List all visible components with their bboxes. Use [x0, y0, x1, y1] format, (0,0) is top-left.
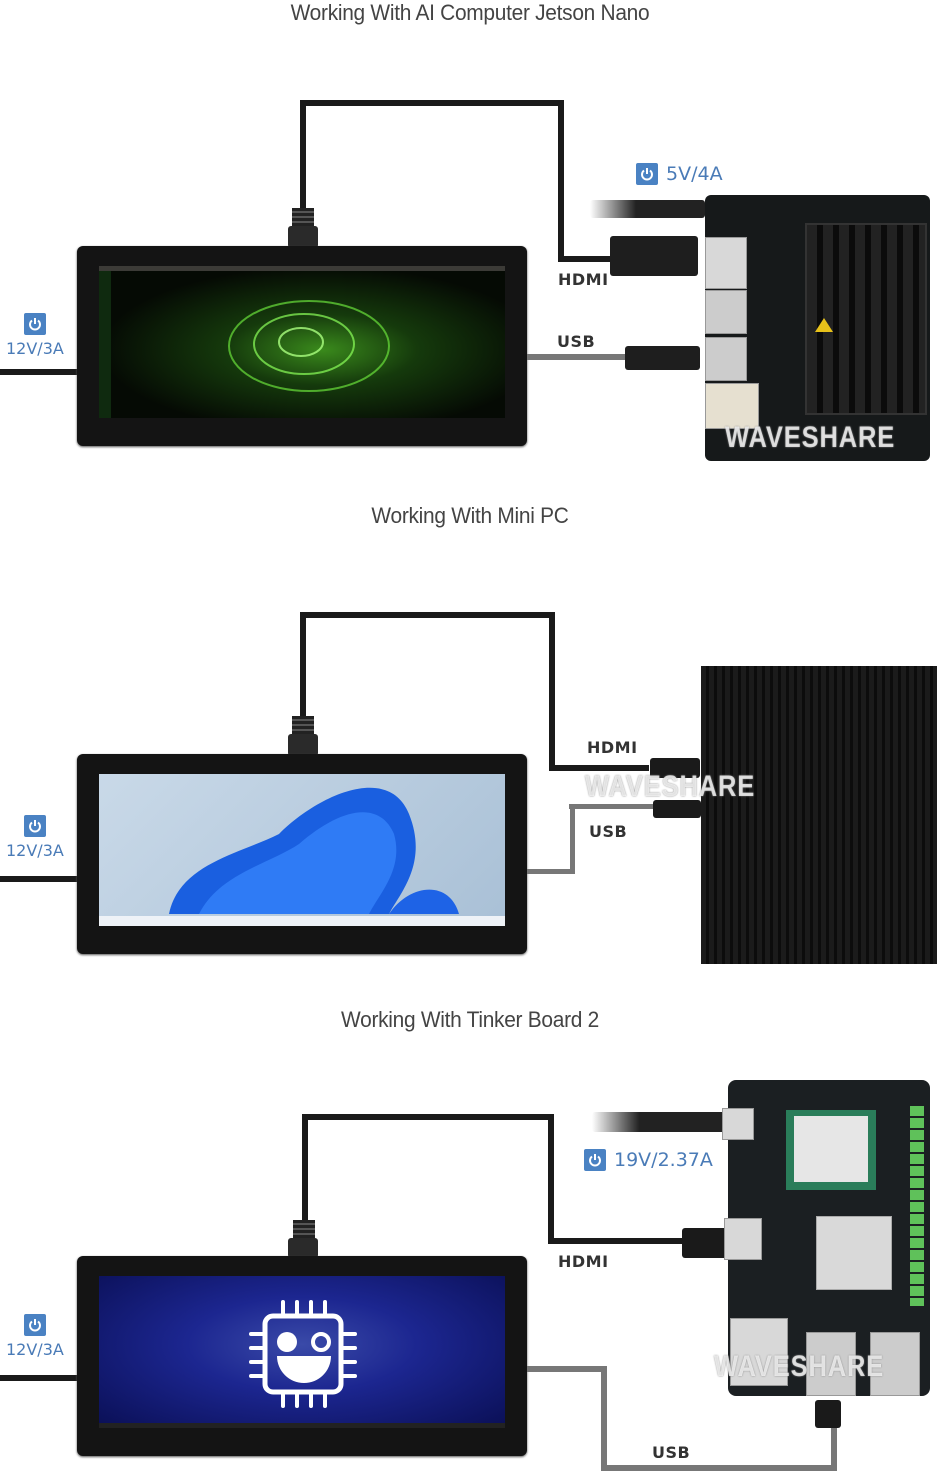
hdmi-device-plug — [682, 1228, 727, 1258]
display-power-label: 12V/3A — [6, 815, 64, 860]
hdmi-label: HDMI — [558, 270, 609, 289]
power-cable — [0, 369, 80, 375]
usb-cable — [527, 1366, 607, 1372]
watermark: WAVESHARE — [585, 770, 756, 803]
dc-barrel-cable — [592, 1112, 727, 1132]
hdmi-cable — [300, 100, 564, 262]
usb-device-plug — [815, 1400, 841, 1428]
hdmi-device-plug — [610, 236, 698, 276]
display-monitor — [77, 754, 527, 954]
warning-icon — [815, 318, 833, 332]
power-icon — [23, 1314, 46, 1336]
power-cable — [0, 1375, 80, 1381]
gpio-header — [910, 1106, 924, 1306]
hdmi-label: HDMI — [558, 1252, 609, 1271]
usb-port — [705, 290, 747, 334]
device-power-label: 19V/2.37A — [584, 1149, 713, 1171]
power-icon — [23, 815, 46, 837]
hdmi-device-plug — [650, 758, 700, 778]
hdmi-plug — [288, 226, 318, 248]
hdmi-port — [724, 1218, 762, 1260]
nvidia-eye-wallpaper — [228, 300, 390, 392]
display-monitor — [77, 246, 527, 446]
display-power-label: 12V/3A — [6, 1314, 64, 1359]
power-icon — [584, 1149, 606, 1171]
hdmi-cable — [302, 1114, 554, 1244]
usb-cable — [527, 354, 627, 360]
screen-windows — [99, 774, 505, 926]
mini-pc — [701, 666, 937, 964]
usb-label: USB — [589, 822, 628, 841]
hdmi-cable-end — [549, 765, 649, 771]
jetson-nano-board: WAVESHARE — [705, 195, 930, 461]
usb-cable-vertical — [601, 1366, 607, 1470]
usb-port — [870, 1332, 920, 1396]
hdmi-cable-end — [558, 256, 610, 262]
usb-port — [705, 337, 747, 381]
display-monitor — [77, 1256, 527, 1456]
launcher-bar — [99, 271, 111, 418]
usb-cable-up — [831, 1420, 837, 1470]
hdmi-plug — [288, 734, 318, 756]
taskbar — [99, 916, 505, 926]
usb-cable-bottom — [527, 869, 575, 874]
windows-bloom-wallpaper — [169, 787, 459, 914]
device-power-value: 5V/4A — [666, 163, 723, 185]
usb-label: USB — [652, 1443, 691, 1462]
dc-barrel-cable — [590, 200, 705, 218]
watermark: WAVESHARE — [725, 421, 896, 454]
display-power-value: 12V/3A — [6, 841, 64, 860]
power-cable — [0, 876, 80, 882]
device-power-label: 5V/4A — [636, 163, 723, 185]
display-power-label: 12V/3A — [6, 313, 64, 358]
usb-device-plug — [653, 800, 701, 818]
usb-cable-top — [569, 804, 654, 809]
hdmi-cable-end — [548, 1238, 688, 1244]
tinker-chip-logo-icon — [249, 1300, 357, 1408]
hdmi-plug — [288, 1238, 318, 1258]
power-icon — [23, 313, 46, 335]
section-title: Working With Tinker Board 2 — [341, 1007, 599, 1032]
hdmi-cable — [300, 612, 555, 770]
display-power-value: 12V/3A — [6, 1340, 64, 1359]
top-panel — [99, 266, 505, 271]
tinker-board-2: WAVESHARE — [714, 1080, 930, 1396]
usb-cable — [527, 808, 575, 874]
hdmi-label: HDMI — [587, 738, 638, 757]
display-power-value: 12V/3A — [6, 339, 64, 358]
usb-cable-bottom — [601, 1465, 837, 1471]
usb-plug — [625, 346, 700, 370]
usb-port — [806, 1332, 856, 1396]
wifi-shield — [794, 1116, 868, 1182]
power-icon — [636, 163, 658, 185]
section-title: Working With Mini PC — [371, 503, 569, 528]
hdmi-port — [705, 237, 747, 289]
ethernet-port — [730, 1318, 788, 1386]
section-title: Working With AI Computer Jetson Nano — [290, 0, 650, 25]
taskbar — [99, 1423, 505, 1428]
watermark: WAVESHARE — [714, 1350, 885, 1383]
device-power-value: 19V/2.37A — [614, 1149, 713, 1171]
wifi-module — [786, 1110, 876, 1190]
usb-label: USB — [557, 332, 596, 351]
screen-ubuntu — [99, 266, 505, 418]
dc-jack — [722, 1108, 754, 1140]
ethernet-port — [705, 383, 759, 429]
soc-chip — [816, 1216, 892, 1290]
screen-tinker-os — [99, 1276, 505, 1428]
